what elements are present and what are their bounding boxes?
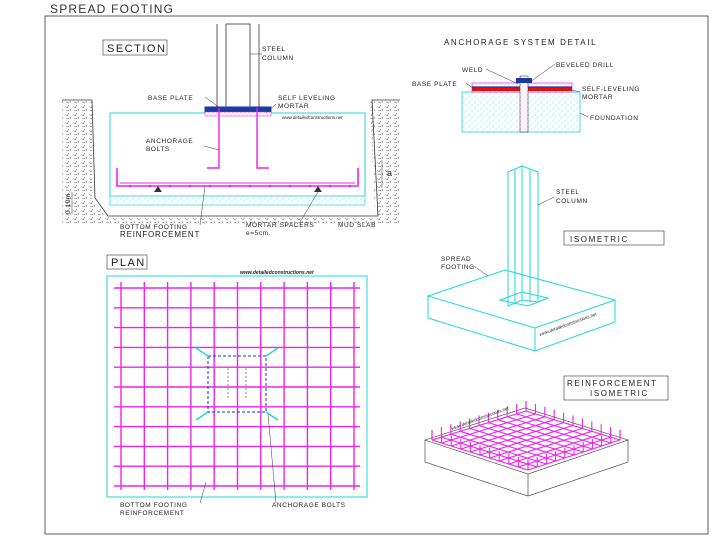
plan-base-plate [207,355,267,413]
rebar-iso-bar-a [507,416,602,447]
rebar-iso-title-1: REINFORCEMENT [567,379,658,388]
leader-mortar [265,103,277,114]
anchorage-self-leveling-2: MORTAR [582,94,613,101]
iso-title: ISOMETRIC [570,235,629,244]
leader-base-plate [204,96,221,109]
rebar-iso-bar-a [497,419,593,450]
section-steel-label-2: COLUMN [262,55,294,62]
section-anchorage-1: ANCHORAGE [146,138,193,145]
section-self-leveling-1: SELF LEVELING [278,95,336,102]
section-soil [62,100,400,225]
plan-column-hint [227,368,247,400]
section-watermark: www.detailedconstructions.net [282,115,343,120]
bottom-rebar [116,168,359,187]
rebar-iso-title-2: ISOMETRIC [590,389,649,398]
rebar-iso-block-sides [424,440,629,497]
leader-anchor-mortar [571,89,581,93]
section-view: SECTION 0.10m. a [62,23,400,239]
plan-anchorage-bolts: ANCHORAGE BOLTS [272,502,346,509]
plan-bottom-footing-1: BOTTOM FOOTING [120,502,188,509]
anchor-bolt-left [207,108,220,169]
section-mortar [204,111,272,117]
plan-watermark: www.detailedconstructions.net [240,270,314,276]
iso-spread-2: FOOTING [441,264,475,271]
section-self-leveling-2: MORTAR [278,103,309,110]
iso-steel-2: COLUMN [556,198,588,205]
mud-slab [109,195,366,206]
anchorage-detail: ANCHORAGE SYSTEM DETAIL WELD BEVELED DRI… [412,38,640,133]
plan-anchor-bolts [195,347,279,421]
plan-bottom-footing-2: REINFORCEMENT [120,510,185,517]
dim-right-text: a [387,168,392,178]
section-title-box [102,39,168,56]
leader-iso-steel [537,196,555,206]
rebar-dots [128,184,352,188]
iso-base-plate [498,291,550,307]
leader-anchor-base [465,82,475,90]
anchorage-base-plate-label: BASE PLATE [412,81,457,88]
section-mud-slab: MUD SLAB [338,222,376,229]
anchorage-nut [516,78,532,83]
section-steel-label-1: STEEL [262,46,286,53]
plan-view: PLAN www.detailedconstructions.net BOTTO… [106,254,368,517]
section-spacers-2: e=5cm. [246,230,271,237]
section-footing [109,112,366,197]
plan-footing-outline [106,275,368,498]
rebar-iso-bar-b [499,430,592,462]
mortar-spacer-1 [154,186,162,192]
leader-beveled [529,63,556,83]
leader-foundation [579,112,589,118]
leader-bottom-footing [199,185,206,226]
reinforcement-isometric: REINFORCEMENT ISOMETRIC www.detailedcons… [424,375,669,497]
isometric-view: www.detailedconstructions.net ISOMETRIC … [426,165,665,352]
rebar-iso-bar-a [516,413,611,444]
sheet-border [44,15,709,535]
dim-left-text: 0.10m. [65,191,72,214]
anchorage-bolt [519,75,529,133]
rebar-iso-bar-b [508,433,602,465]
iso-footing-sides [427,296,616,352]
anchorage-self-leveling-1: SELF-LEVELING [582,86,640,93]
section-bottom-footing-1: BOTTOM FOOTING [120,224,188,231]
rebar-iso-title-box [563,375,669,401]
mortar-spacer-2 [314,186,322,192]
iso-title-box [563,230,665,246]
section-column-web [225,23,251,109]
rebar-iso-bar-a [488,422,584,453]
leader-iso-spread [473,265,489,277]
leader-weld [485,68,519,85]
anchorage-foundation-label: FOUNDATION [590,115,639,122]
section-base-plate [204,106,272,113]
iso-steel-1: STEEL [556,189,580,196]
iso-column [507,165,539,307]
section-bottom-footing-2: REINFORCEMENT [120,230,200,239]
plan-title-box [106,254,148,270]
anchorage-beveled: BEVELED DRILL [556,62,614,69]
leader-anchorage [203,145,220,151]
rebar-iso-bar-b [479,424,574,456]
section-base-plate-label: BASE PLATE [148,95,193,102]
rebar-iso-mesh [431,401,621,471]
section-title: SECTION [107,43,166,55]
anchor-bolt-right [256,108,269,169]
rebar-iso-bar-b [489,427,583,459]
section-spacers-1: MORTAR SPACERS [246,222,314,229]
drawing-title: SPREAD FOOTING [50,2,174,16]
leader-spacers [299,191,319,223]
leader-plan-bottom [199,481,207,504]
section-anchorage-2: BOLTS [146,146,170,153]
anchorage-weld: WELD [462,67,483,74]
plan-title: PLAN [111,257,146,269]
excavation-line [62,99,400,217]
leader-plan-bolts [267,413,277,504]
plan-rebar-grid [114,282,360,490]
iso-spread-1: SPREAD [441,256,471,263]
anchorage-title: ANCHORAGE SYSTEM DETAIL [444,38,597,47]
